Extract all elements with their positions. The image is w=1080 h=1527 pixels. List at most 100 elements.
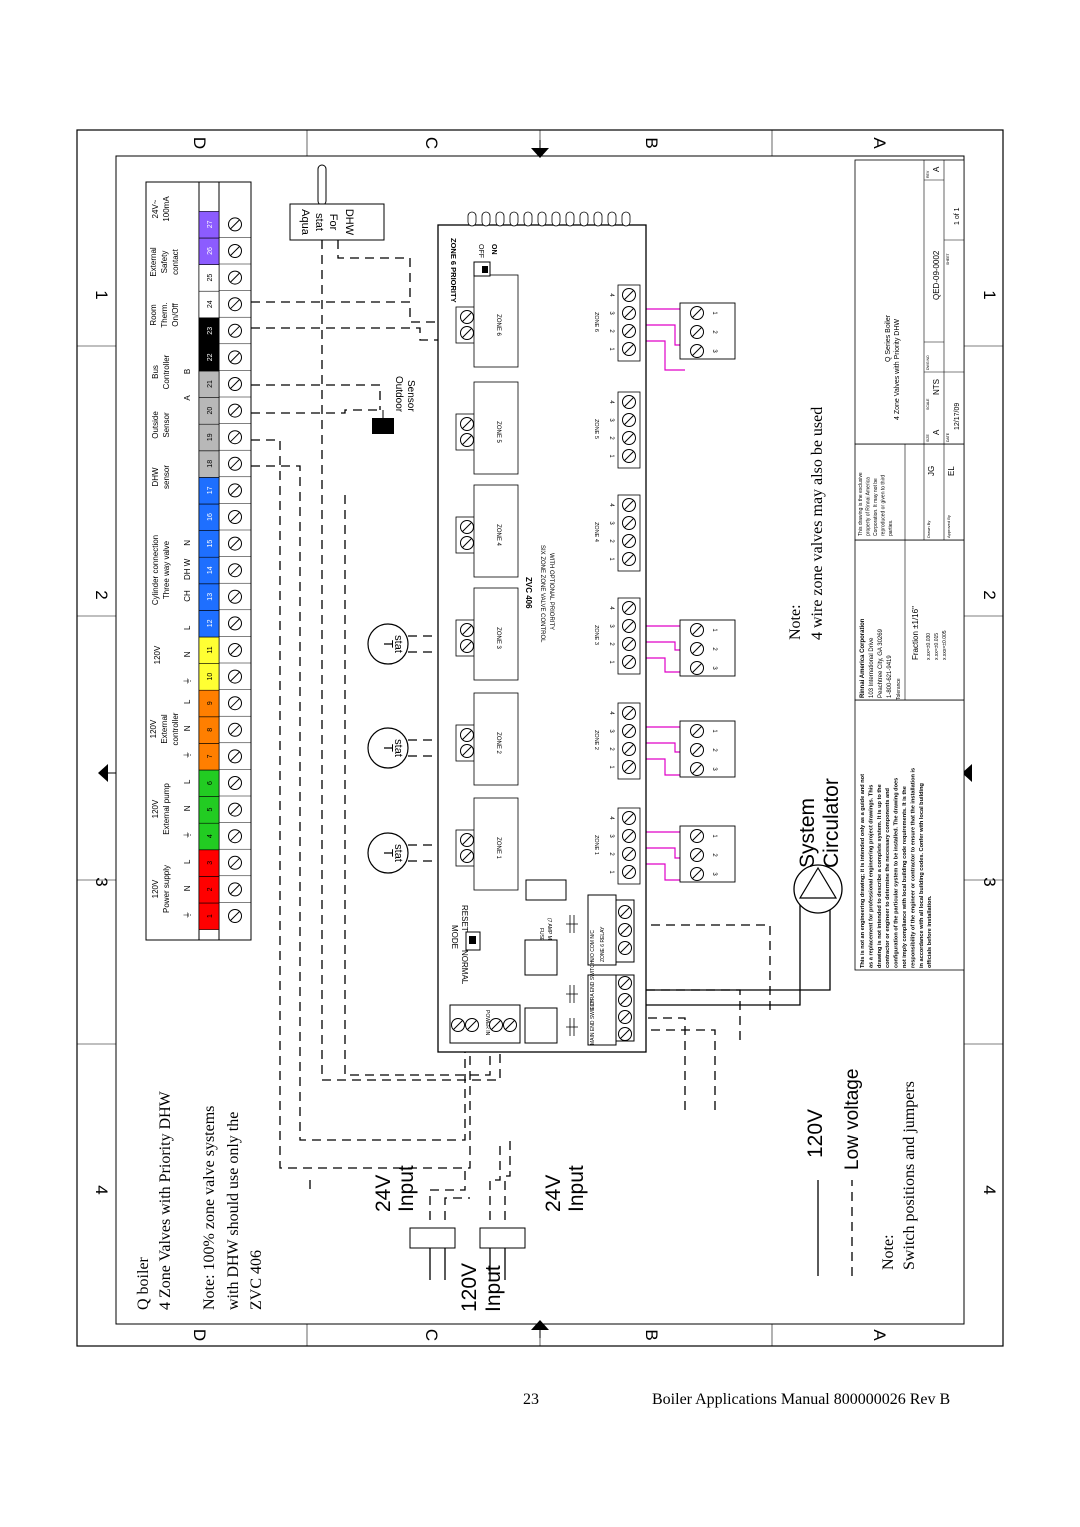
terminal-screw (228, 377, 242, 391)
terminal-group-label: 120V (149, 719, 158, 738)
terminal-screw (228, 882, 242, 897)
scale-value: NTS (932, 379, 941, 395)
page-number: 23 (523, 1391, 539, 1408)
terminal-group-label: DHW (151, 467, 160, 487)
zone-block-label: ZONE 2 (593, 730, 599, 750)
disclaimer-line: contractor or engineer to determine the … (885, 787, 891, 968)
terminal-sub-label: CH (183, 590, 192, 602)
terminal-number: 19 (207, 433, 214, 441)
power-in-label: POWER IN (484, 1010, 490, 1036)
terminal-screw (228, 643, 242, 657)
terminal-screw (228, 696, 242, 711)
notes-block: Q boiler 4 Zone Valves with Priority DHW… (135, 1090, 265, 1310)
terminal-number: 25 (207, 274, 214, 282)
terminal-number: 26 (207, 247, 214, 255)
note-line: ZVC 406 (248, 1250, 265, 1310)
thermostat-t: T (381, 640, 396, 648)
valve-terminal-number: 3 (608, 521, 614, 525)
valve-terminal-number: 2 (608, 642, 614, 646)
border-letter: C (422, 137, 441, 149)
valve-pin-number: 3 (711, 767, 717, 771)
terminal-group-label: Sensor (162, 412, 171, 438)
terminal-screw (228, 297, 242, 312)
terminal-group-label: Bus (151, 365, 160, 379)
zone-relay (473, 692, 519, 786)
terminal-group-label: sensor (162, 465, 171, 489)
zvc-subtitle: WITH OPTIONAL PRIORITY (548, 553, 554, 630)
terminal-group-label: 120V (151, 799, 160, 818)
valve-pin-number: 3 (711, 349, 717, 353)
terminal-number: 11 (207, 646, 214, 653)
property-line: reproduced or given to third (881, 475, 887, 536)
terminal-group-label: Therm. (160, 302, 169, 327)
aquastat-label: stat (313, 213, 325, 231)
thermostat-label: stat (392, 844, 404, 862)
input-label: Input (395, 1165, 418, 1212)
input-label: 120V (458, 1263, 481, 1312)
sheet-value: 1 of 1 (954, 207, 961, 225)
terminal-screw (228, 589, 242, 604)
terminal-sub-label: L (183, 779, 192, 784)
border-letter: A (870, 1329, 889, 1341)
terminal-group-label: External pump (162, 783, 171, 835)
plug-24v-a (409, 1227, 456, 1249)
border-number: 1 (92, 290, 111, 299)
zone-valve (679, 619, 736, 677)
zone-relay (473, 587, 519, 681)
terminal-sub-label: L (183, 625, 192, 630)
zone-block-label: ZONE 6 (593, 312, 599, 332)
border-number: 4 (92, 1185, 111, 1194)
terminal-number: 10 (207, 673, 214, 681)
zone6-priority-label: ZONE 6 PRIORITY (449, 238, 458, 303)
input-label: Input (565, 1165, 588, 1212)
property-line: property of Rinnai America (866, 477, 872, 536)
terminal-sub-label: L (183, 859, 192, 864)
thermostat (367, 832, 409, 874)
switch-note: Note: Switch positions and jumpers (880, 1081, 918, 1270)
valve-terminal-number: 4 (608, 606, 614, 610)
aquastat: Aqua stat For DHW (289, 164, 385, 241)
terminal-screw (228, 616, 242, 631)
property-line: This drawing is the exclusive (858, 472, 864, 536)
valve-terminal-number: 2 (608, 852, 614, 856)
thermostat-t: T (381, 849, 396, 857)
fraction-tolerance: Fraction ±1/16" (911, 606, 920, 660)
disclaimer-line: officials before installation. (927, 895, 933, 968)
reset-label: RESET (460, 905, 469, 932)
relay-label: N/O COM N/C (590, 930, 596, 962)
valve-terminal-number: 4 (608, 711, 614, 715)
terminal-screw (228, 323, 242, 338)
input-label: 24V (542, 1175, 565, 1212)
relay-label: EXTRA END SWITCH (590, 960, 596, 1010)
terminal-group-label: Power supply (162, 865, 171, 913)
terminal-group-label: Safety (160, 251, 169, 274)
size-value: A (932, 429, 941, 435)
note-line: with DHW should use only the (225, 1112, 242, 1310)
outdoor-sensor-label: Sensor (405, 380, 416, 412)
zone-label: ZONE 3 (495, 627, 501, 649)
terminal-screw (228, 350, 242, 365)
valve-pin-number: 1 (711, 311, 717, 315)
dwg-label: DWG NO (926, 355, 930, 370)
border-letter: B (642, 137, 661, 148)
border-number: 2 (980, 590, 999, 599)
note-text: Switch positions and jumpers (901, 1081, 918, 1270)
terminal-group-label: External (149, 247, 158, 277)
title-block: This is not an engineering drawing; it i… (854, 159, 965, 971)
circulator-label: Circulator (820, 778, 843, 868)
note-label: Note: (880, 1234, 897, 1270)
diagram-subtitle: 4 Zone Valves with Priority DHW (157, 1090, 174, 1310)
priority-on-label: ON (490, 244, 497, 255)
approved-by-label: Approved By (946, 515, 951, 538)
terminal-strip: 1234567891011121314151617181920212223242… (145, 181, 252, 941)
terminal-sub-label: ⏚ (183, 677, 192, 685)
aquastat-label: DHW (343, 209, 355, 236)
terminal-number: 20 (207, 407, 214, 415)
zone-block-label: ZONE 5 (593, 419, 599, 439)
aquastat-label: For (327, 214, 339, 231)
system-circulator: System Circulator (793, 778, 843, 914)
terminal-screw (228, 829, 242, 844)
terminal-number: 7 (207, 754, 214, 758)
terminal-sub-label: N (183, 805, 192, 811)
valve-terminal-number: 1 (608, 557, 614, 561)
